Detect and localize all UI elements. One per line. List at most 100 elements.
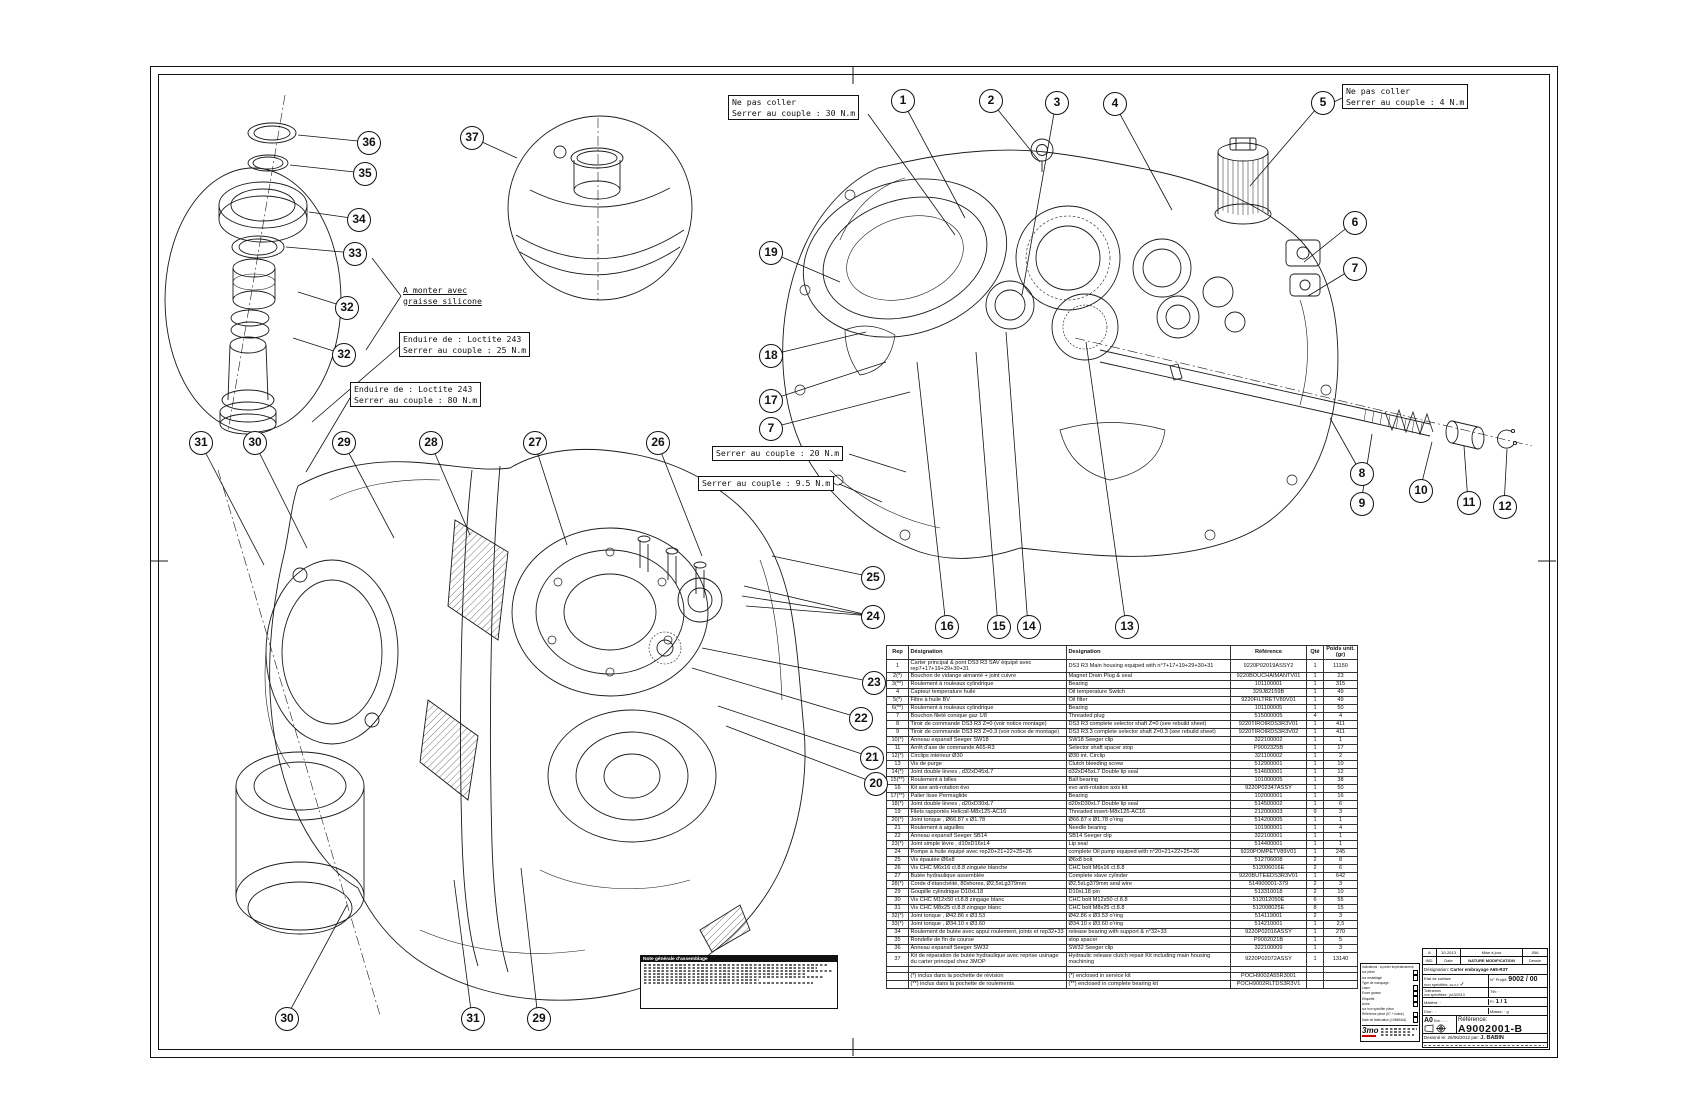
callout-balloon-36: 36 — [357, 131, 381, 155]
callout-balloon-30: 30 — [243, 431, 267, 455]
designation-row: Désignation: Carter embrayage A65-R3T — [1423, 965, 1547, 975]
tth-label: Tth: — [1490, 988, 1497, 994]
bom-header-rep: Rep — [886, 645, 909, 660]
annotation-note: Serrer au couple : 20 N.m — [712, 446, 844, 461]
reference-row: A0 Ech: - : - Référence: A9002001-B — [1423, 1016, 1547, 1034]
bom-header-reference: Référence — [1230, 645, 1307, 660]
callout-balloon-14: 14 — [1017, 615, 1041, 639]
material-label: Matière: — [1424, 999, 1439, 1005]
annotation-note: Serrer au couple : 9.5 N.m — [698, 476, 835, 491]
callout-balloon-23: 23 — [862, 671, 886, 695]
callout-balloon-7: 7 — [759, 417, 783, 441]
tolerance-label-1: Tolérances — [1424, 988, 1441, 993]
title-block: A 10-2013 Mise à jour JBA IND. Date NATU… — [1422, 948, 1548, 1048]
frame-centering-marks — [150, 66, 1556, 1056]
revision-index: A — [1423, 949, 1437, 956]
callout-balloon-4: 4 — [1103, 92, 1127, 116]
dim-label: Dim.: — [1424, 1008, 1434, 1014]
mass-label: Masse: — [1490, 1008, 1503, 1014]
callout-balloon-19: 19 — [759, 241, 783, 265]
revision-col-date: Date — [1437, 957, 1461, 964]
callout-balloon-31: 31 — [189, 431, 213, 455]
drawn-by-label: par: — [1471, 1035, 1480, 1040]
marking-option: Laser — [1362, 985, 1418, 991]
leader-lines — [199, 97, 1508, 1019]
revision-col-dessin: Dessin — [1528, 957, 1542, 963]
material-value: · — [1439, 999, 1441, 1005]
marking-option: sur pièce — [1362, 969, 1418, 976]
checkbox-icon — [1412, 969, 1418, 976]
checkbox-icon — [1412, 985, 1418, 991]
assembly-notes-body — [641, 962, 837, 986]
tth-value: · — [1498, 988, 1500, 994]
marking-option: sur emballage — [1362, 975, 1418, 981]
surface-check-icon: ✓ — [1459, 981, 1465, 988]
revision-description: Mise à jour — [1461, 949, 1523, 956]
folio-value: 1 / 1 — [1495, 999, 1508, 1005]
drawn-row: Dessiné le: 26/06/2012 par: J. BABIN — [1423, 1034, 1547, 1043]
callout-balloon-24: 24 — [861, 605, 885, 629]
drawn-date: 26/06/2012 — [1447, 1035, 1471, 1040]
marking-option: Encre grasse — [1362, 990, 1418, 997]
surface-project-row: Etat de surface non spécifiés: Ra 6,3 ✓ … — [1423, 975, 1547, 988]
callout-balloon-12: 12 — [1493, 495, 1517, 519]
callout-balloon-31: 31 — [461, 1007, 485, 1031]
revision-col-ind: IND. — [1423, 957, 1437, 964]
view-detail — [507, 115, 693, 301]
callout-balloon-16: 16 — [935, 615, 959, 639]
assembly-notes-title: Note générale d'assemblage — [641, 956, 837, 962]
callout-balloon-15: 15 — [987, 615, 1011, 639]
callout-balloon-1: 1 — [891, 89, 915, 113]
tolerance-label-2: non spécifiées : js13/JS13 — [1424, 992, 1465, 997]
revision-author: JBA — [1531, 949, 1539, 955]
callout-balloon-11: 11 — [1457, 491, 1481, 515]
callout-balloon-6: 6 — [1343, 211, 1367, 235]
revision-row: A 10-2013 Mise à jour JBA — [1423, 949, 1547, 957]
reference-number: A9002001-B — [1458, 1022, 1523, 1034]
callout-balloon-32: 32 — [335, 296, 359, 320]
drawn-label: Dessiné le: — [1424, 1035, 1447, 1040]
company-logo-block: 3mo — [1362, 1024, 1418, 1038]
callout-balloon-25: 25 — [861, 566, 885, 590]
callout-balloon-3: 3 — [1045, 91, 1069, 115]
scale-label: Ech: — [1434, 1018, 1442, 1023]
marking-option: Etiquette — [1362, 996, 1418, 1002]
marking-option: sur bon spécifier pièce — [1362, 1007, 1394, 1012]
dim-value: · — [1434, 1008, 1436, 1014]
checkbox-icon — [1412, 1001, 1418, 1008]
bom-header-designation-fr: Désignation — [908, 645, 1067, 660]
pump-studs — [637, 535, 707, 598]
callout-balloon-17: 17 — [759, 389, 783, 413]
callout-balloon-8: 8 — [1350, 462, 1374, 486]
designation-label: Désignation: — [1424, 967, 1450, 972]
checkbox-icon — [1412, 1017, 1418, 1023]
revision-col-nature: NATURE MODIFICATION — [1461, 957, 1523, 964]
drawn-by-name: J. BABIN — [1480, 1035, 1504, 1041]
assembly-notes-box: Note générale d'assemblage — [640, 955, 838, 1009]
folio-label: Fl: — [1490, 999, 1495, 1004]
marking-option: Autre — [1362, 1001, 1418, 1008]
sheet-border-inner — [158, 74, 1550, 1050]
